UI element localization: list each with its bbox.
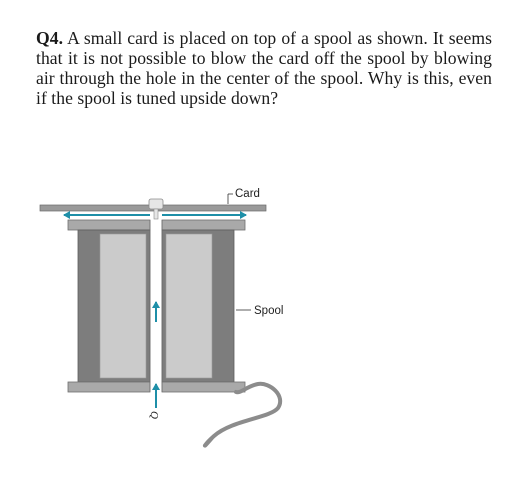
card-label: Card	[235, 188, 260, 200]
question-body: A small card is placed on top of a spool…	[36, 28, 492, 108]
spool-body-left-inner	[99, 233, 147, 379]
card-pin-stem	[153, 208, 159, 220]
air-hose	[202, 381, 282, 448]
card-pin	[148, 198, 164, 210]
spool-bottom-flange-left	[67, 381, 151, 393]
spool-top-flange-right	[161, 219, 246, 231]
question-text: Q4. A small card is placed on top of a s…	[36, 28, 492, 108]
question-number: Q4.	[36, 28, 64, 48]
flow-rate-label: Q	[148, 411, 160, 419]
spool-body-right-inner	[165, 233, 213, 379]
spool-bottom-flange-right	[161, 381, 246, 393]
spool-label: Spool	[254, 305, 283, 317]
spool-top-flange-left	[67, 219, 151, 231]
